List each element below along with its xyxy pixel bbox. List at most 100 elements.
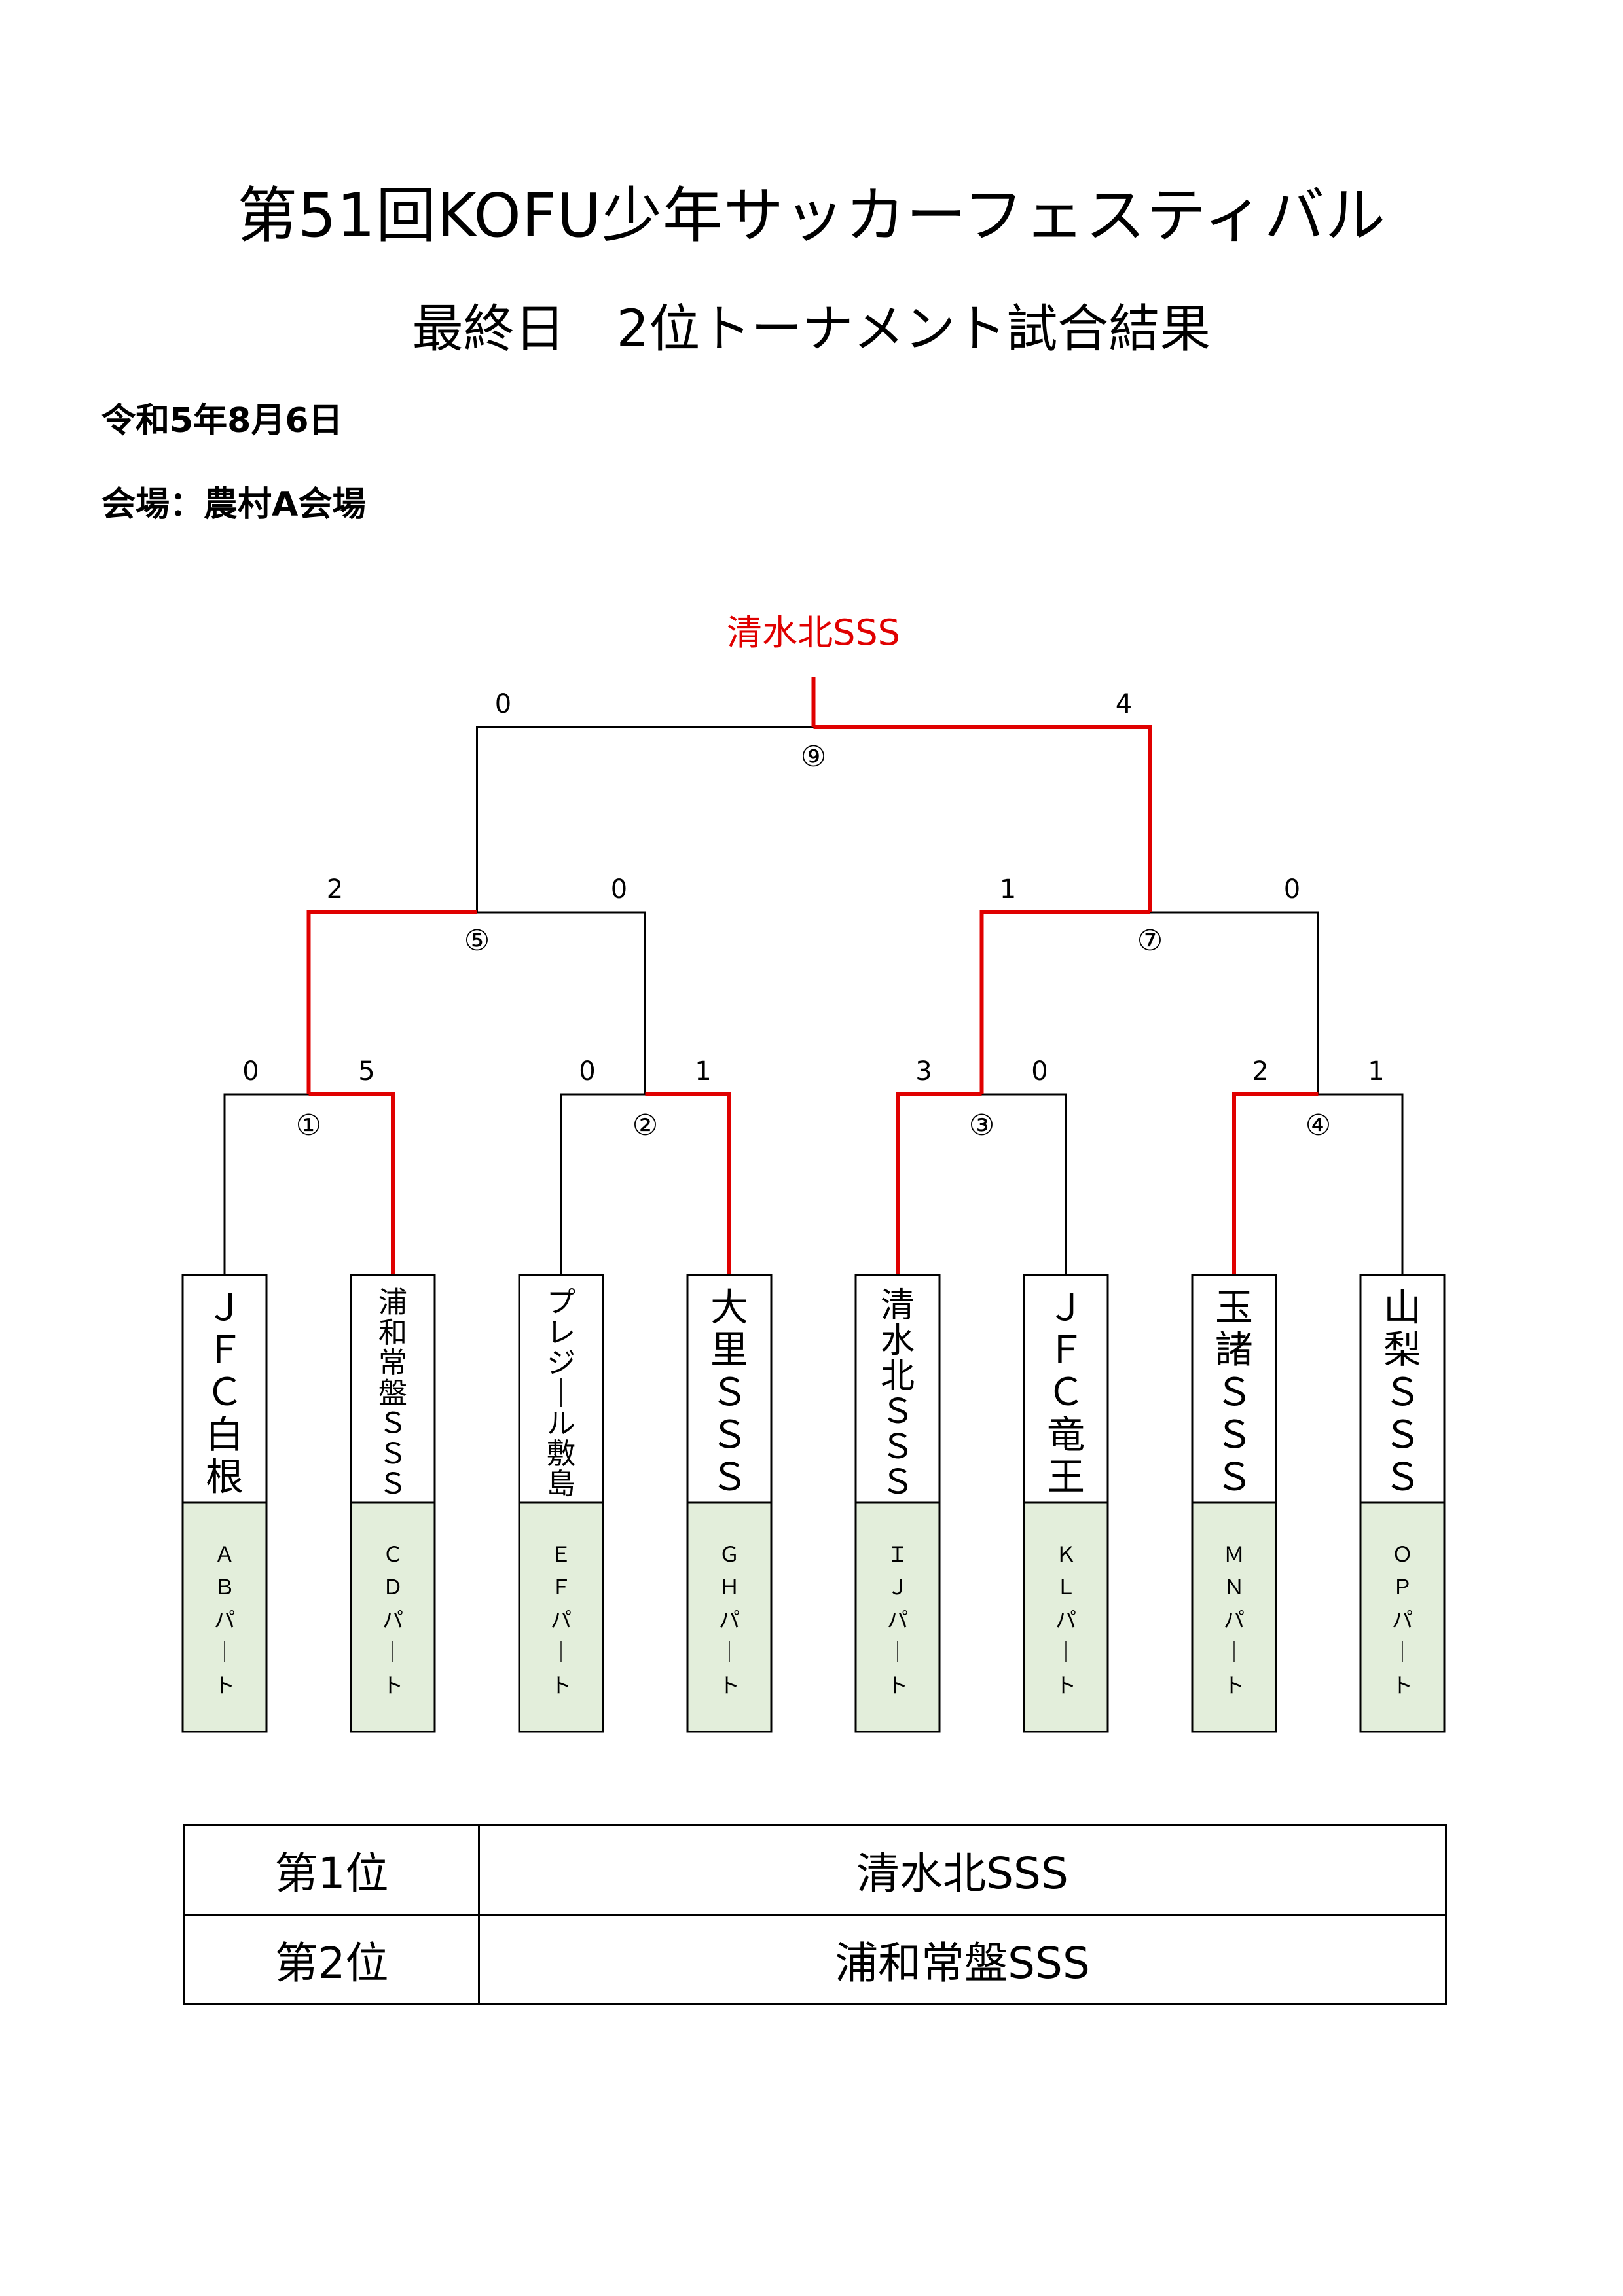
score-label: 0 [1284,874,1300,905]
team-name-char: レ [547,1316,575,1350]
team-box [686,1274,773,1504]
part-box [686,1501,773,1733]
part-label-char: ｜ [1224,1640,1245,1665]
winner-path [979,910,1150,1094]
team-name-char: 竜 [1047,1412,1085,1457]
team-box [854,1274,941,1504]
part-box [854,1501,941,1733]
part-label-char: Ｃ [382,1542,403,1567]
part-box [1191,1501,1277,1733]
part-label-char: ト [1224,1673,1245,1698]
team-name-char: 常 [378,1346,407,1380]
team-cell: 浦和常盤SSS [478,1914,1447,2005]
team-name-char: Ｓ [1215,1455,1253,1499]
part-box [1359,1501,1446,1733]
part-label-char: ト [382,1673,403,1698]
team-name-char: Ｓ [881,1427,915,1467]
team-name-char: 王 [1047,1455,1085,1499]
team-name-char: Ｃ [206,1370,244,1414]
part-label-char: パ [1392,1607,1413,1632]
part-label-char: ｜ [1392,1640,1413,1665]
rank-cell: 第1位 [183,1824,480,1916]
team-name-char: Ｓ [881,1392,915,1431]
part-label-char: ト [719,1673,740,1698]
team-name-char: ル [547,1407,575,1441]
part-label-char: Ｏ [1392,1542,1413,1567]
team-box [181,1274,268,1504]
team-name-char: 諸 [1215,1327,1253,1372]
team-name-char: Ｆ [206,1327,244,1372]
team-name-char: 盤 [378,1376,407,1410]
team-name-char: Ｓ [378,1467,407,1501]
match-number-label: ② [632,1109,658,1142]
score-label: 3 [915,1056,932,1086]
team-box [518,1274,604,1504]
part-box [350,1501,436,1733]
team-name-char: Ｓ [710,1455,748,1499]
part-label-char: ト [887,1673,908,1698]
match-venue: 会場：農村A会場 [101,485,367,524]
part-label-char: パ [382,1607,403,1632]
team-name-char: Ｓ [1383,1455,1421,1499]
part-label-char: Ｉ [887,1542,908,1567]
part-label-char: Ｇ [719,1542,740,1567]
final-standings-table: 第1位 清水北SSS 第2位 浦和常盤SSS [183,1824,1447,2005]
match-number-label: ① [296,1109,321,1142]
winner-path [306,910,477,1094]
team-name-char: 里 [710,1327,748,1372]
match-number-label: ⑤ [464,924,490,958]
part-label-char: Ｈ [719,1575,740,1600]
standings-row: 第1位 清水北SSS [183,1824,1447,1916]
team-name-char: Ｓ [1215,1412,1253,1457]
team-name-char: Ｆ [1047,1327,1085,1372]
team-name-char: 山 [1383,1285,1421,1329]
part-label-char: パ [1224,1607,1245,1632]
part-label-char: パ [887,1607,908,1632]
score-label: 1 [695,1056,711,1086]
team-name-char: 白 [206,1412,244,1457]
team-box [1359,1274,1446,1504]
part-label-char: ト [214,1673,235,1698]
part-box [1023,1501,1109,1733]
team-name-char: Ｓ [378,1437,407,1471]
team-name-char: Ｓ [378,1407,407,1441]
part-label-char: ｜ [214,1640,235,1665]
document-title: 第51回KOFU少年サッカーフェスティバル [237,181,1386,251]
score-label: 0 [579,1056,595,1086]
team-name-char: 清 [881,1286,915,1325]
team-box [1023,1274,1109,1504]
part-label-char: ｜ [719,1640,740,1665]
team-cell: 清水北SSS [478,1824,1447,1916]
score-label: 2 [1252,1056,1268,1086]
document-subtitle: 最終日 2位トーナメント試合結果 [412,300,1211,359]
part-box [518,1501,604,1733]
part-label-char: ｜ [887,1640,908,1665]
score-label: 1 [1000,874,1016,905]
part-label-char: ｜ [551,1640,572,1665]
part-label-char: ｜ [382,1640,403,1665]
part-label-char: Ｅ [551,1542,572,1567]
score-label: 0 [495,689,511,719]
team-name-char: Ｓ [710,1370,748,1414]
winner-path [813,725,1152,912]
champion-name: 清水北SSS [727,612,900,653]
standings-row: 第2位 浦和常盤SSS [183,1914,1447,2005]
team-name-char: 島 [547,1467,575,1501]
team-name-char: 玉 [1215,1285,1253,1329]
part-box [181,1501,268,1733]
score-label: 4 [1116,689,1132,719]
team-name-char: 梨 [1383,1327,1421,1372]
part-label-char: Ｎ [1224,1575,1245,1600]
team-name-char: Ｊ [206,1285,244,1329]
team-name-char: ジ [547,1346,575,1380]
rank-cell: 第2位 [183,1914,480,2005]
part-label-char: ト [1055,1673,1076,1698]
match-number-label: ③ [969,1109,994,1142]
part-label-char: Ｊ [887,1575,908,1600]
part-label-char: Ｌ [1055,1575,1076,1600]
team-name-char: Ｊ [1047,1285,1085,1329]
part-label-char: Ｐ [1392,1575,1413,1600]
team-name-char: Ｓ [881,1463,915,1502]
score-label: 0 [242,1056,259,1086]
